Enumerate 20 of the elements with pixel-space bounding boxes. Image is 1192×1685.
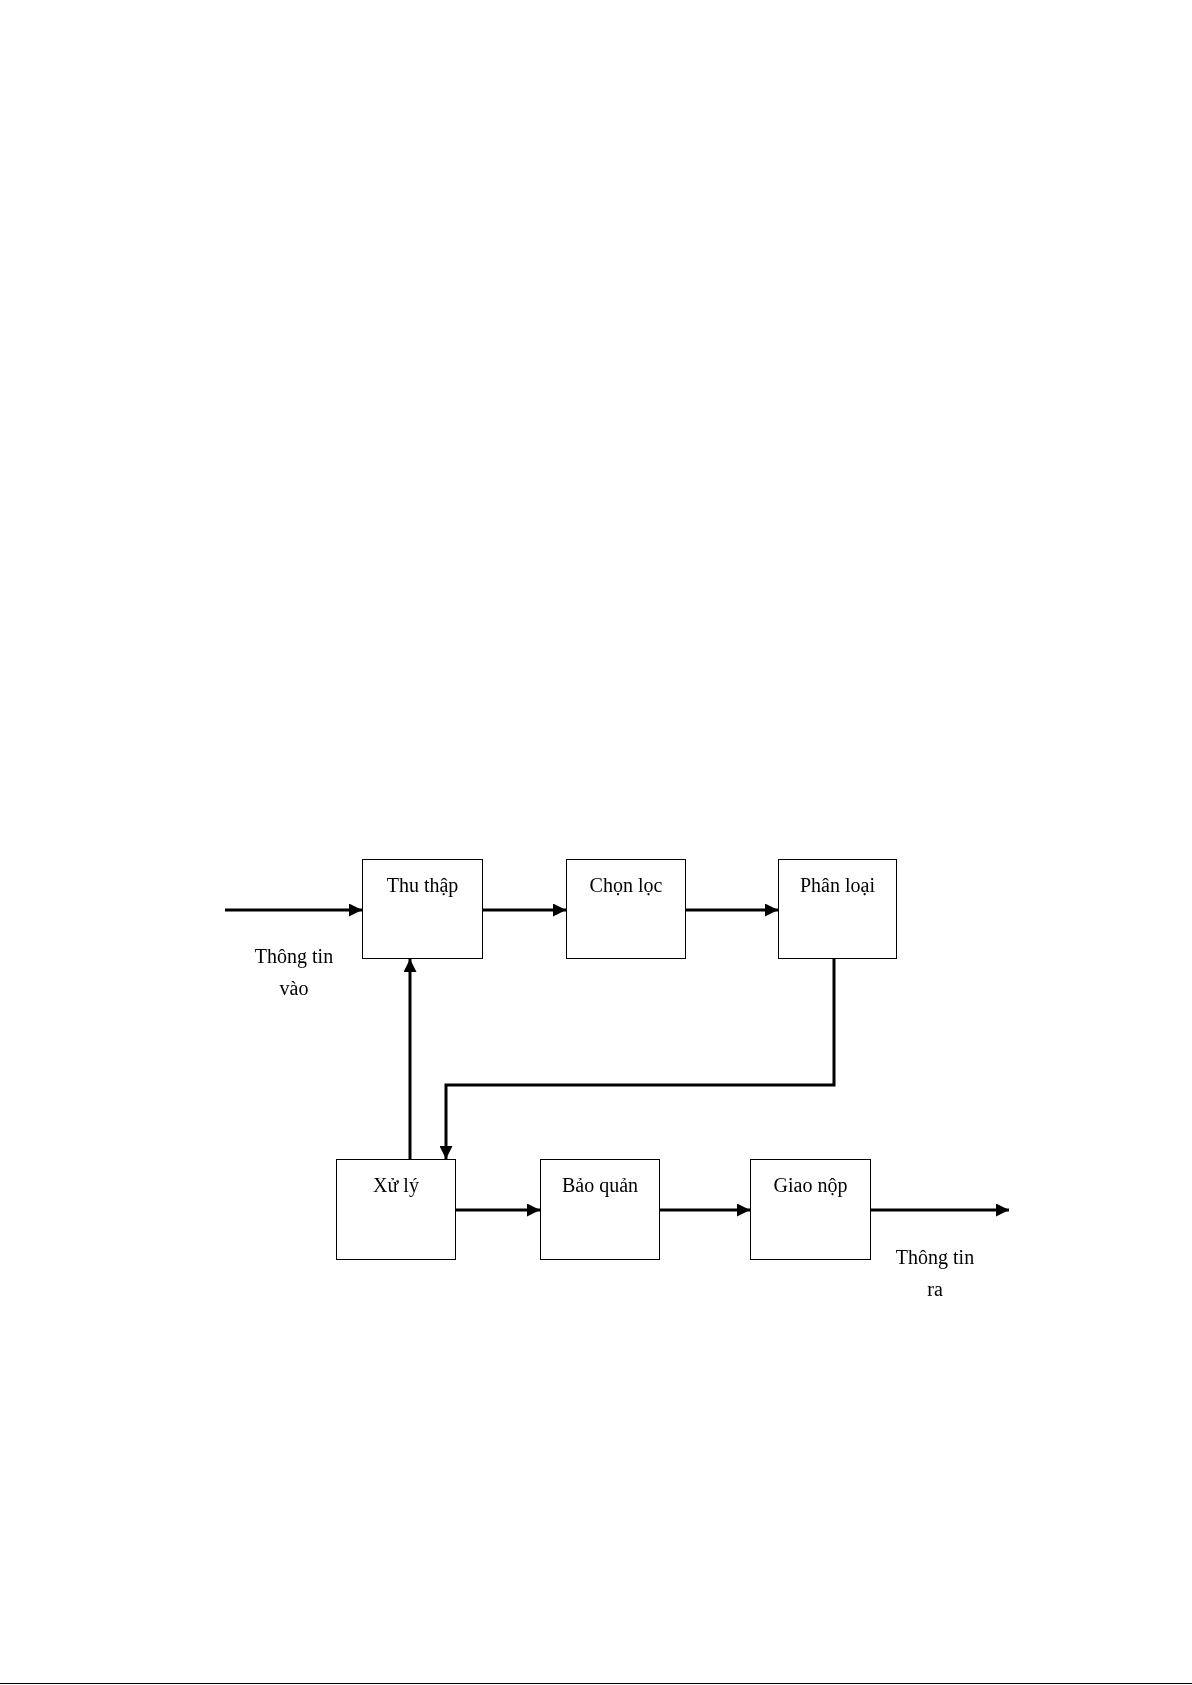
arrow [403, 959, 417, 1159]
process-box [778, 859, 897, 959]
arrow [456, 1203, 540, 1217]
process-box [566, 859, 686, 959]
process-box [540, 1159, 660, 1260]
process-label: Thu thập [386, 873, 459, 897]
arrow [483, 903, 566, 917]
process-label: Phân loại [800, 873, 875, 897]
process-label: Xử lý [373, 1173, 419, 1197]
process-label: Chọn lọc [589, 873, 663, 897]
arrow [686, 903, 778, 917]
arrow [660, 1203, 750, 1217]
arrow [439, 959, 836, 1159]
process-box [336, 1159, 456, 1260]
arrow [871, 1203, 1009, 1217]
process-label: Giao nộp [773, 1173, 848, 1197]
process-box [750, 1159, 871, 1260]
process-label: Bảo quản [561, 1173, 639, 1197]
arrow [225, 903, 362, 917]
process-box [362, 859, 483, 959]
